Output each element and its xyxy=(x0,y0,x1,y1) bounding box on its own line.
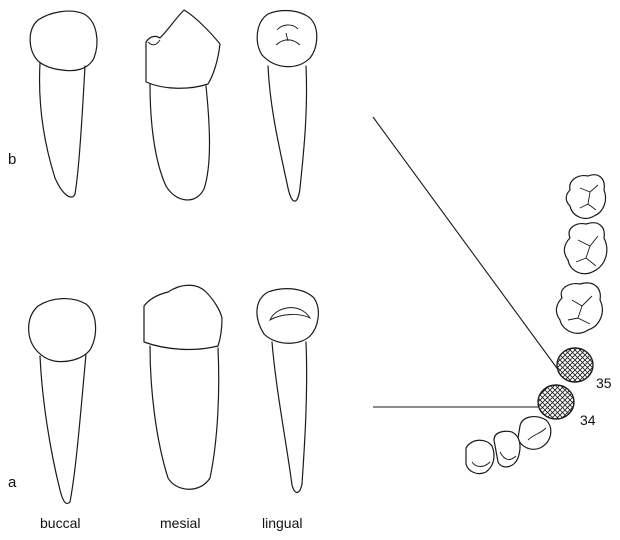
molar-3 xyxy=(566,175,605,219)
tooth-number-34: 34 xyxy=(580,412,596,428)
column-label-mesial: mesial xyxy=(160,515,200,531)
canine xyxy=(518,417,551,450)
tooth-b-buccal xyxy=(30,11,97,197)
tooth-b-mesial xyxy=(146,10,220,200)
tooth-a-lingual xyxy=(257,289,318,493)
tooth-a-buccal xyxy=(29,299,96,504)
row-label-b: b xyxy=(8,151,16,168)
molar-2 xyxy=(564,223,606,274)
central-incisor xyxy=(466,440,494,473)
tooth-b-lingual xyxy=(257,11,317,202)
row-label-a: a xyxy=(8,474,17,491)
molar-1 xyxy=(556,283,602,333)
lateral-incisor xyxy=(494,431,520,467)
leader-line-35 xyxy=(373,117,562,375)
column-label-buccal: buccal xyxy=(40,515,80,531)
tooth-number-35: 35 xyxy=(596,375,612,391)
tooth-35-occlusal xyxy=(557,348,593,382)
column-label-lingual: lingual xyxy=(262,515,302,531)
tooth-34-occlusal xyxy=(538,385,574,419)
tooth-a-mesial xyxy=(144,285,222,489)
